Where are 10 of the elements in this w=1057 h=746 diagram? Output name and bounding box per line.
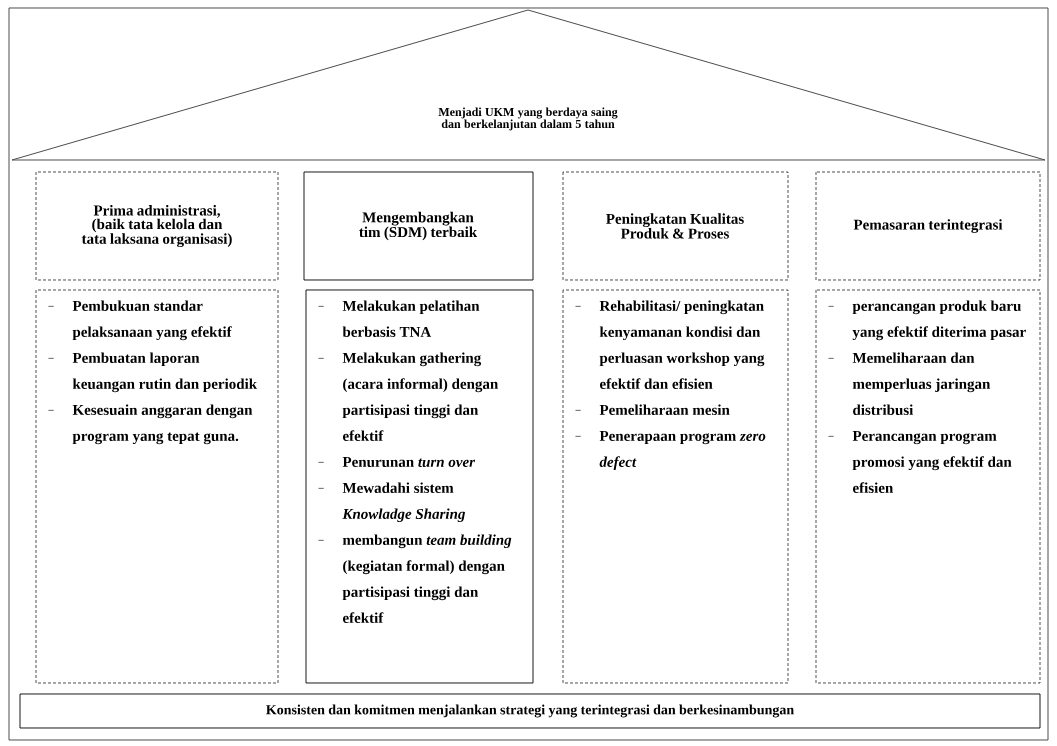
pillar-heading-box: Pemasaran terintegrasi	[815, 171, 1041, 281]
pillar-heading-box: Peningkatan Kualitas Produk & Proses	[562, 171, 789, 281]
pillar-list-box: Melakukan pelatihan berbasis TNA Melakukan gathering (acara informal) dengan partisipasi tinggi dan efektif Penurunan turn over Mewadahi sistem Knowladge Sharing membangun team building (kegiatan formal) dengan partisipasi tinggi dan efektif	[305, 289, 534, 684]
pillar-heading-box: Mengembangkan tim (SDM) terbaik	[303, 171, 534, 281]
foundation-bar: Konsisten dan komitmen menjalankan strategi yang terintegrasi dan berkesinambungan	[19, 693, 1041, 729]
pillar-heading-box: Prima administrasi, (baik tata kelola dan tata laksana organisasi)	[35, 171, 279, 281]
roof-triangle: Menjadi UKM yang berdaya saing dan berkelanjutan dalam 5 tahun	[11, 9, 1046, 161]
pillar-list-box: perancangan produk baru yang efektif diterima pasar Memeliharaan dan memperluas jaringan distribusi Perancangan program promosi yang efektif dan efisien	[815, 289, 1041, 684]
pillar-list-box: Pembukuan standar pelaksanaan yang efektif Pembuatan laporan keuangan rutin dan periodik Kesesuain anggaran dengan program yang tepat guna.	[35, 289, 279, 684]
pillar-list-box: Rehabilitasi/ peningkatan kenyamanan kondisi dan perluasan workshop yang efektif dan efisien Pemeliharaan mesin Penerapaan program zero defect	[562, 289, 789, 684]
